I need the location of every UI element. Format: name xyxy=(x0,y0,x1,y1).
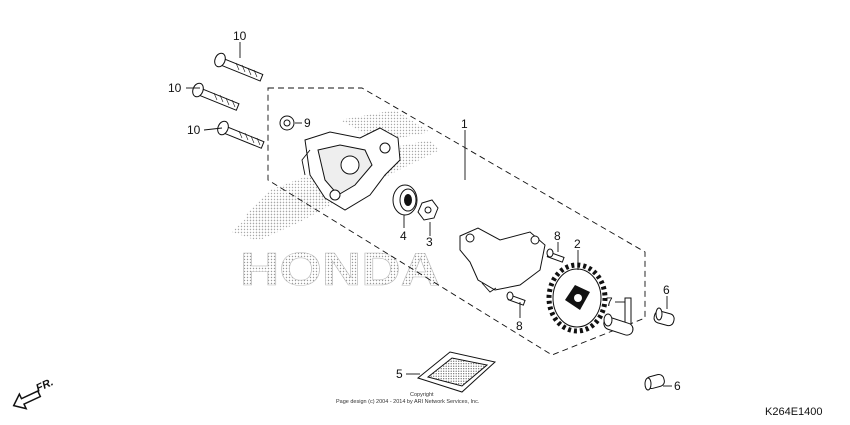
callout-9[interactable]: 9 xyxy=(304,116,311,130)
callout-5[interactable]: 5 xyxy=(396,367,403,381)
callout-7[interactable]: 7 xyxy=(606,295,613,309)
callout-6a[interactable]: 6 xyxy=(663,283,670,297)
front-direction-arrow-icon xyxy=(12,390,42,410)
shaft xyxy=(603,313,634,336)
honda-watermark: HONDA xyxy=(240,243,440,295)
nut-9 xyxy=(279,115,295,131)
flange-bolt-10c xyxy=(217,120,265,149)
callout-10c[interactable]: 10 xyxy=(187,123,201,137)
outer-rotor-3 xyxy=(417,199,439,221)
callout-8a[interactable]: 8 xyxy=(554,229,561,243)
pump-cover-plate xyxy=(459,227,546,293)
flange-bolt-10b xyxy=(192,82,240,111)
callout-4[interactable]: 4 xyxy=(400,229,407,243)
callout-6b[interactable]: 6 xyxy=(674,379,681,393)
screw-8b xyxy=(506,291,526,306)
dowel-pin-6b xyxy=(644,373,665,391)
front-direction-label: FR. xyxy=(34,376,55,394)
pin-7 xyxy=(624,297,632,325)
flange-bolt-10a xyxy=(214,52,264,82)
callout-8b[interactable]: 8 xyxy=(516,319,523,333)
copyright-line2: Page design (c) 2004 - 2014 by ARI Netwo… xyxy=(336,399,480,405)
screw-8a xyxy=(546,248,565,263)
oil-pump-body xyxy=(301,127,401,211)
leader-lines xyxy=(186,42,672,387)
inner-rotor-4 xyxy=(392,184,418,216)
callout-3[interactable]: 3 xyxy=(426,235,433,249)
dowel-pin-6a xyxy=(653,307,675,327)
assembly-boundary xyxy=(267,87,646,356)
oil-strainer-5 xyxy=(416,351,497,393)
callout-2[interactable]: 2 xyxy=(574,237,581,251)
copyright-line1: Copyright xyxy=(410,392,434,398)
callout-1[interactable]: 1 xyxy=(461,117,468,131)
callout-10a[interactable]: 10 xyxy=(233,29,247,43)
driven-sprocket-2 xyxy=(546,262,608,334)
callout-10b[interactable]: 10 xyxy=(168,81,182,95)
diagram-code: K264E1400 xyxy=(765,406,823,418)
